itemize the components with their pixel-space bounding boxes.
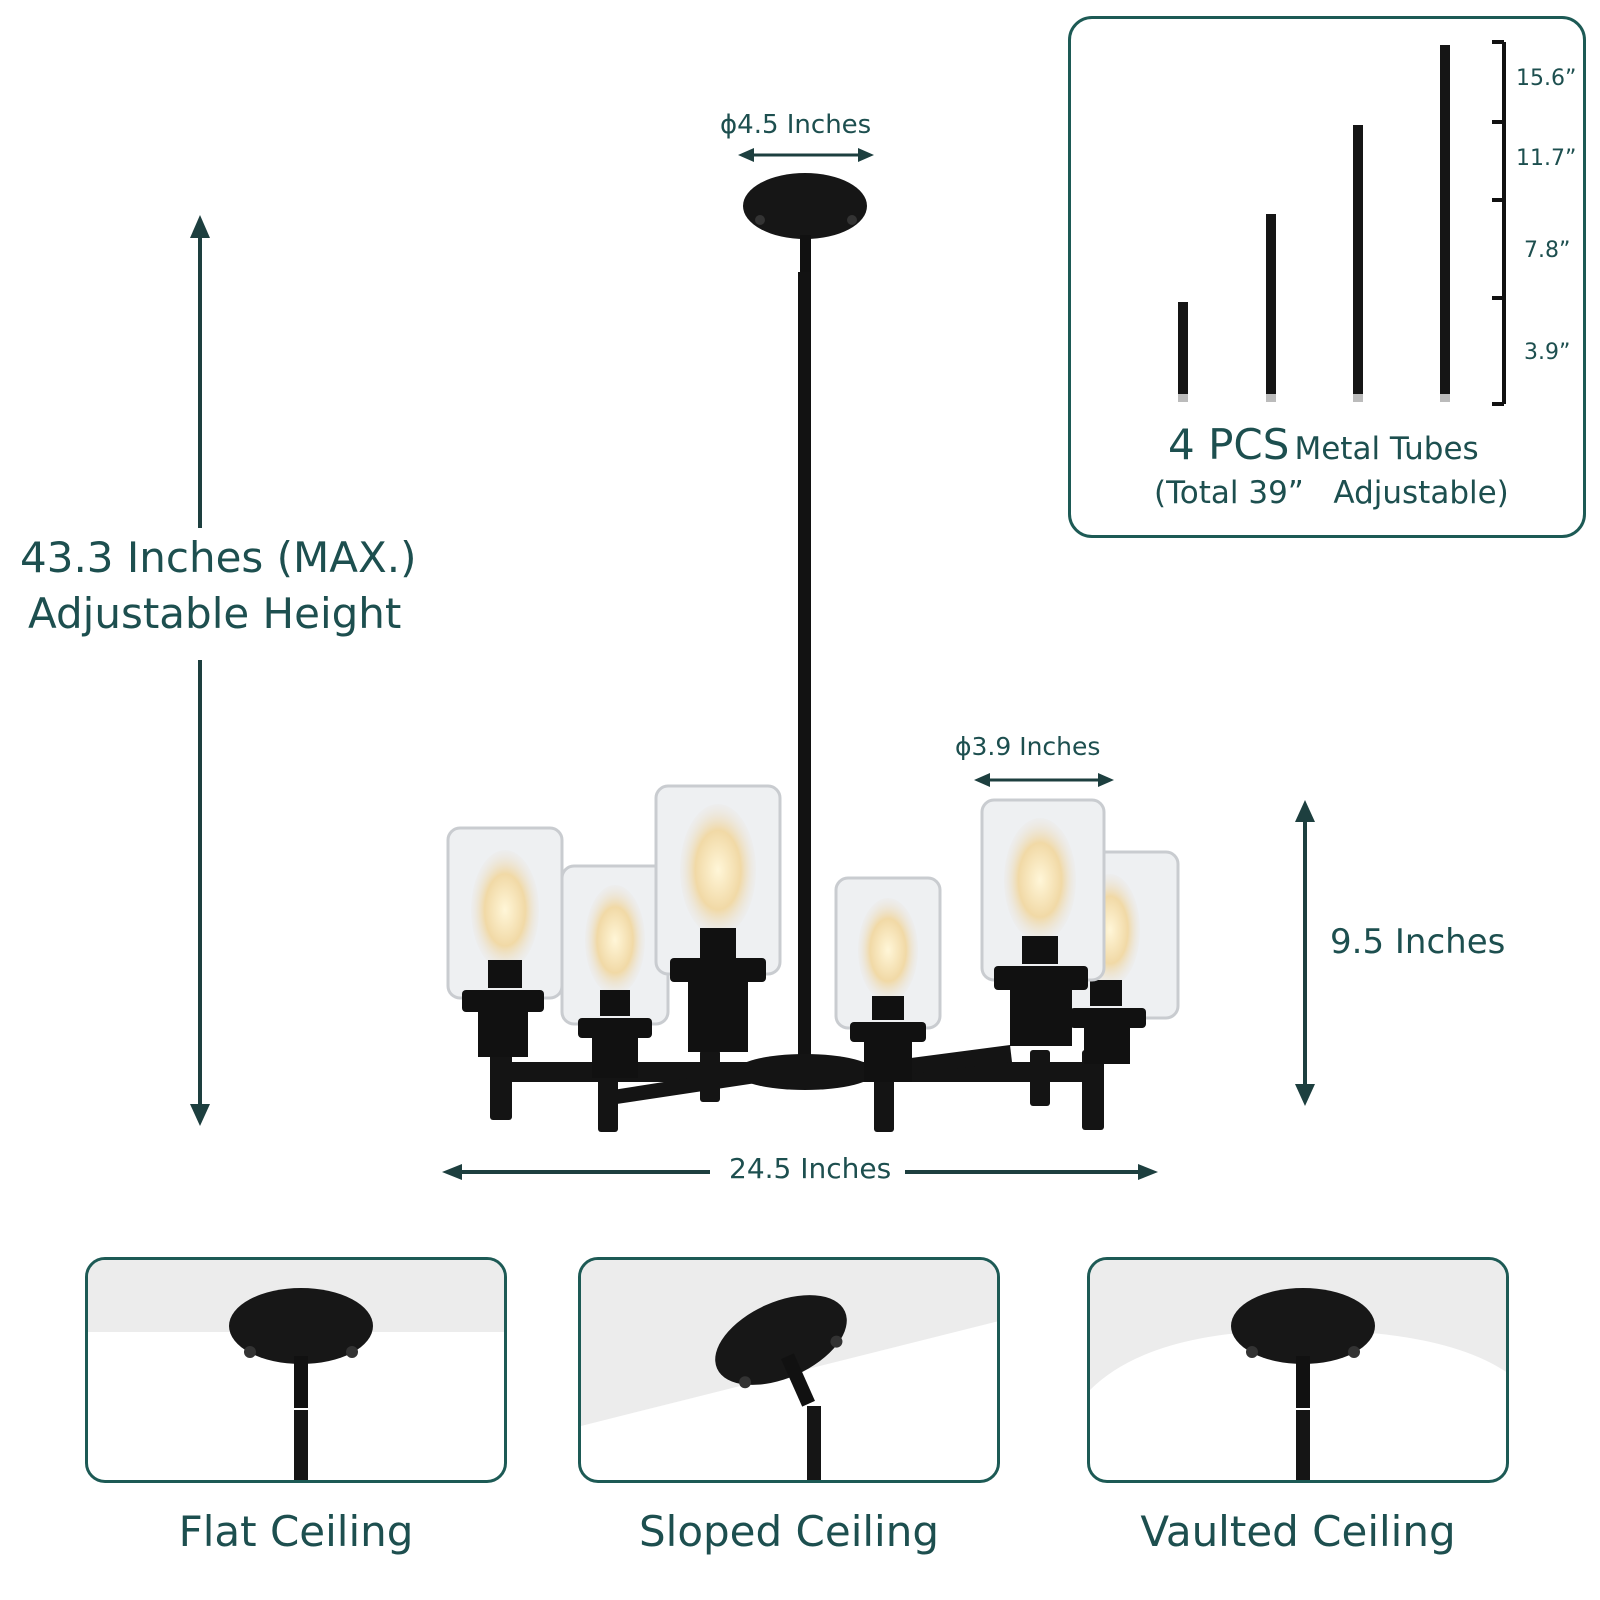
vaulted-ceiling-label: Vaulted Ceiling <box>1140 1507 1456 1556</box>
lamp-1 <box>446 826 564 1057</box>
downrod <box>798 272 811 1062</box>
height-label: 43.3 Inches (MAX.) Adjustable Height <box>20 530 420 642</box>
flat-ceiling-label: Flat Ceiling <box>178 1507 414 1556</box>
ceiling-canopy <box>743 173 867 275</box>
tube-length-bracket <box>1492 40 1506 406</box>
tubes-name: Metal Tubes <box>1294 431 1479 467</box>
height-adjustable-text: Adjustable Height <box>28 589 402 638</box>
tubes-adjustable: Adjustable) <box>1333 475 1509 511</box>
lamp-3 <box>654 784 782 1052</box>
tube-length-4: 3.9” <box>1524 340 1571 365</box>
body-height-arrow <box>1295 800 1315 1106</box>
body-height-label: 9.5 Inches <box>1330 922 1506 962</box>
width-label: 24.5 Inches <box>715 1152 906 1185</box>
shade-diameter-label: ϕ3.9 Inches <box>955 732 1101 761</box>
sloped-ceiling-panel <box>578 1257 1000 1483</box>
sloped-ceiling-illustration <box>581 1260 997 1480</box>
tube-length-2: 11.7” <box>1516 146 1577 171</box>
height-max-text: 43.3 Inches (MAX.) <box>20 533 417 582</box>
canopy-diameter-label: ϕ4.5 Inches <box>720 110 872 140</box>
vaulted-ceiling-illustration <box>1090 1260 1506 1480</box>
metal-tubes <box>1178 45 1450 402</box>
width-arrow <box>442 1164 1158 1180</box>
metal-tubes-panel <box>1068 16 1586 538</box>
tubes-subtitle: (Total 39” Adjustable) <box>1154 475 1509 511</box>
sloped-ceiling-label: Sloped Ceiling <box>639 1507 939 1556</box>
flat-ceiling-illustration <box>88 1260 504 1480</box>
chandelier-arms <box>490 1045 1104 1132</box>
shade-diameter-arrow <box>974 773 1114 787</box>
tube-length-1: 15.6” <box>1516 66 1577 91</box>
lamp-2 <box>560 864 670 1078</box>
tubes-total: (Total 39” <box>1154 475 1304 511</box>
canopy-diameter-arrow <box>738 148 874 162</box>
tube-length-3: 7.8” <box>1524 238 1571 263</box>
lamp-6 <box>980 798 1106 1046</box>
tubes-count: 4 PCS <box>1168 420 1290 469</box>
lamp-4 <box>834 876 942 1082</box>
flat-ceiling-panel <box>85 1257 507 1483</box>
vaulted-ceiling-panel <box>1087 1257 1509 1483</box>
tubes-title: 4 PCS Metal Tubes <box>1168 420 1479 469</box>
height-arrow <box>190 215 210 1126</box>
